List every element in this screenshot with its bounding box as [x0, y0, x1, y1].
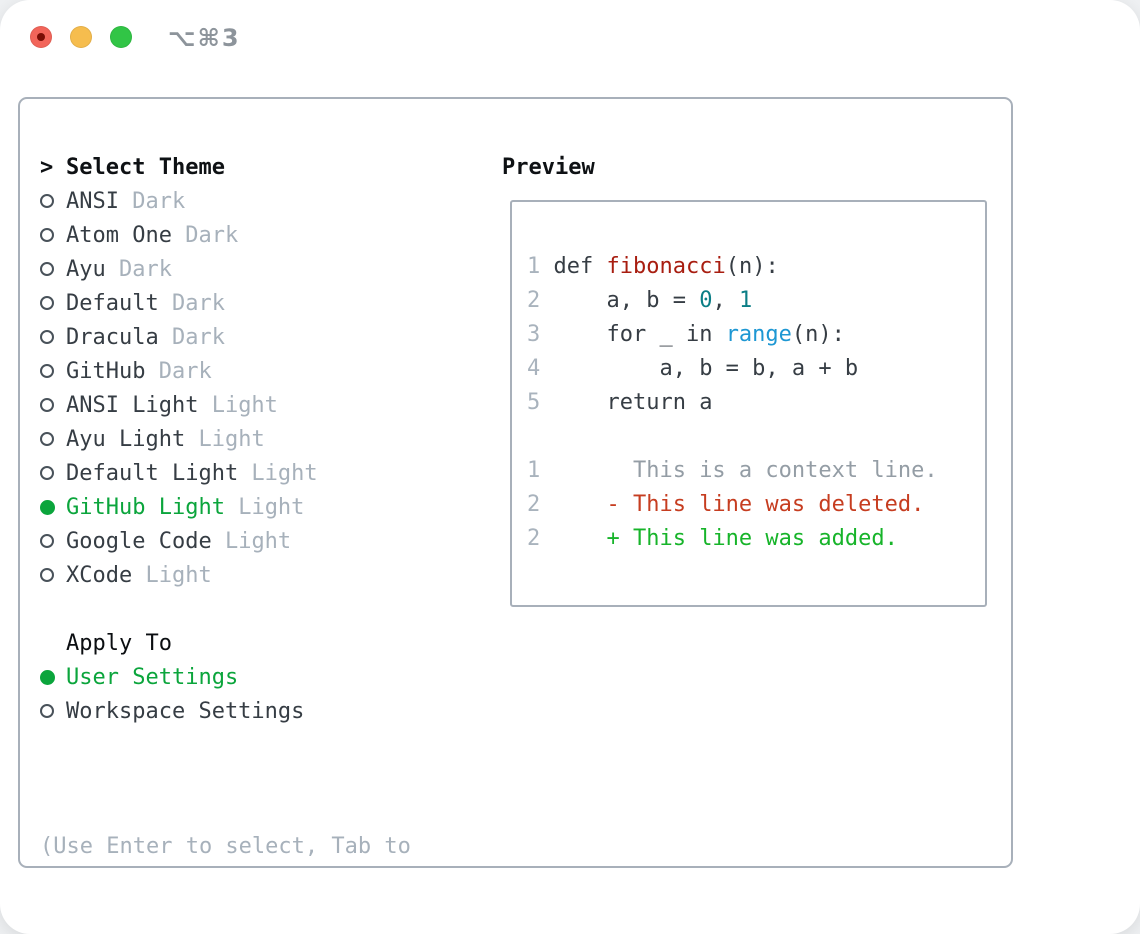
preview-box: 1 def fibonacci(n): 2 a, b = 0, 1 3 for _ … [510, 200, 987, 607]
option-variant: Light [224, 494, 305, 520]
radio-icon [40, 466, 66, 480]
theme-option-github[interactable]: GitHub Dark [40, 354, 411, 388]
unsaved-dot-icon [37, 33, 45, 41]
radio-icon [40, 262, 66, 276]
code-line: 1 def fibonacci(n): [527, 254, 779, 279]
option-label: Workspace Settings [66, 698, 305, 724]
preview-header: Preview [502, 150, 987, 184]
option-variant: Light [198, 392, 278, 418]
theme-option-github-light[interactable]: GitHub Light Light [40, 490, 411, 524]
option-variant: Dark [158, 324, 225, 350]
option-label: Dracula [66, 324, 159, 350]
option-variant: Dark [158, 290, 225, 316]
close-button[interactable] [30, 26, 52, 48]
preview-label: Preview [502, 154, 595, 180]
option-variant: Dark [105, 256, 172, 282]
code-line: 2 - This line was deleted. [527, 492, 925, 517]
select-theme-label: Select Theme [66, 154, 225, 180]
code-line: 3 for _ in range(n): [527, 322, 845, 347]
apply-option-user-settings[interactable]: User Settings [40, 660, 411, 694]
code-line: 2 + This line was added. [527, 526, 898, 551]
theme-option-xcode[interactable]: XCode Light [40, 558, 411, 592]
option-label: XCode [66, 562, 133, 588]
prompt-caret-icon: > [40, 154, 54, 180]
radio-icon [40, 296, 66, 310]
window-title: ⌥⌘3 [168, 24, 241, 52]
apply-to-label: Apply To [66, 630, 172, 656]
option-label: User Settings [66, 664, 239, 690]
option-variant: Light [132, 562, 212, 588]
option-label: Default Light [66, 460, 239, 486]
spacer [40, 728, 411, 762]
radio-icon [40, 398, 66, 412]
preview-column: Preview 1 def fibonacci(n): 2 a, b = 0, 1… [502, 150, 987, 607]
option-label: ANSI Light [66, 392, 199, 418]
option-label: GitHub [66, 358, 146, 384]
radio-icon [40, 330, 66, 344]
theme-option-atom-one[interactable]: Atom One Dark [40, 218, 411, 252]
radio-selected-icon [40, 499, 66, 515]
keyboard-hint: (Use Enter to select, Tab to change focu… [40, 762, 411, 934]
option-variant: Light [211, 528, 292, 554]
option-variant: Dark [171, 222, 239, 248]
code-line: 2 a, b = 0, 1 [527, 288, 753, 313]
preview-code: 1 def fibonacci(n): 2 a, b = 0, 1 3 for _ … [527, 250, 975, 556]
radio-icon [40, 432, 66, 446]
theme-option-ayu-light[interactable]: Ayu Light Light [40, 422, 411, 456]
hint-line-1: (Use Enter to select, Tab to [40, 834, 411, 859]
option-label: Ayu Light [66, 426, 186, 452]
blank-line [527, 420, 975, 454]
radio-selected-icon [40, 669, 66, 685]
code-line: 1 This is a context line. [527, 458, 938, 483]
select-theme-header: > Select Theme [40, 150, 411, 184]
theme-option-dracula[interactable]: Dracula Dark [40, 320, 411, 354]
zoom-button[interactable] [110, 26, 132, 48]
minimize-button[interactable] [70, 26, 92, 48]
title-bar: ⌥⌘3 [0, 0, 1140, 74]
radio-icon [40, 228, 66, 242]
radio-icon [40, 704, 66, 718]
theme-option-ansi-light[interactable]: ANSI Light Light [40, 388, 411, 422]
code-line: 5 return a [527, 390, 713, 415]
code-line: 4 a, b = b, a + b [527, 356, 859, 381]
option-variant: Dark [118, 188, 186, 214]
option-label: Default [66, 290, 159, 316]
theme-option-google-code[interactable]: Google Code Light [40, 524, 411, 558]
radio-icon [40, 534, 66, 548]
apply-to-header: Apply To [40, 626, 411, 660]
option-label: GitHub Light [66, 494, 225, 520]
radio-icon [40, 194, 66, 208]
option-variant: Light [185, 426, 265, 452]
option-label: Google Code [66, 528, 212, 554]
theme-option-default[interactable]: Default Dark [40, 286, 411, 320]
option-label: ANSI [66, 188, 119, 214]
apply-option-workspace-settings[interactable]: Workspace Settings [40, 694, 411, 728]
radio-icon [40, 364, 66, 378]
theme-option-ayu[interactable]: Ayu Dark [40, 252, 411, 286]
option-variant: Dark [145, 358, 212, 384]
option-variant: Light [238, 460, 318, 486]
option-label: Atom One [66, 222, 172, 248]
theme-option-ansi[interactable]: ANSI Dark [40, 184, 411, 218]
theme-option-default-light[interactable]: Default Light Light [40, 456, 411, 490]
option-label: Ayu [66, 256, 106, 282]
spacer [40, 592, 411, 626]
radio-icon [40, 568, 66, 582]
